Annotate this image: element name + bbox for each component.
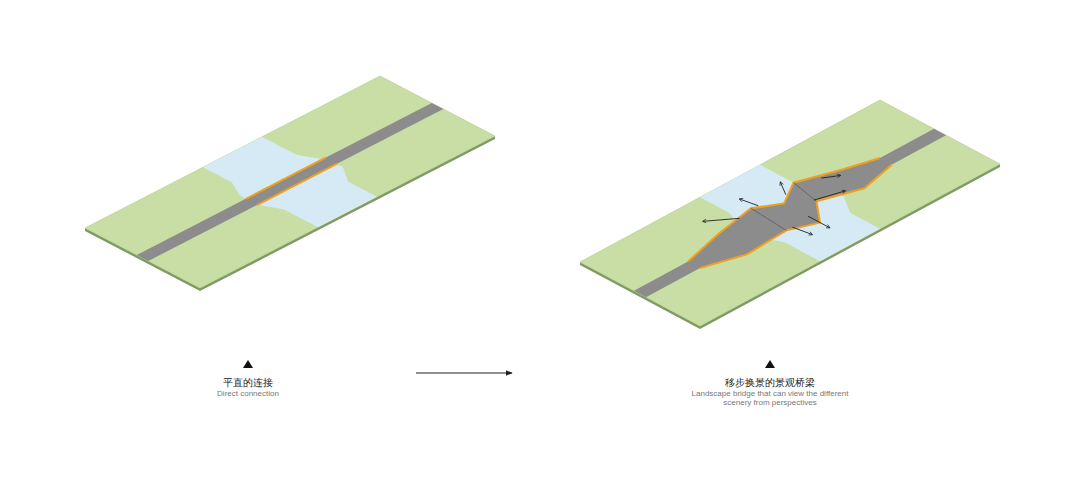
view-arrow: [821, 175, 840, 178]
transition-arrow: [416, 373, 512, 374]
bridge-rail: [246, 158, 326, 199]
caption-english: Landscape bridge that can view the diffe…: [685, 389, 855, 407]
view-arrow: [814, 191, 845, 200]
ground: [580, 100, 1000, 326]
view-arrow: [808, 216, 830, 228]
joint-line: [794, 183, 817, 202]
view-arrow: [792, 227, 812, 234]
caption-chinese: 移步换景的景观桥梁: [685, 377, 855, 389]
road: [634, 129, 946, 297]
triangle-marker: [243, 360, 253, 368]
triangle-marker: [765, 360, 775, 368]
bridge-rail: [688, 158, 880, 262]
view-arrow: [740, 199, 759, 206]
road: [137, 103, 444, 261]
bridge-rail: [257, 164, 337, 205]
view-arrow: [780, 182, 785, 195]
view-arrow: [703, 218, 740, 221]
joint-line: [751, 208, 786, 230]
caption-english: Direct connection: [168, 389, 328, 398]
bridge-rail: [700, 164, 892, 268]
caption: 平直的连接Direct connection: [168, 377, 328, 398]
caption-chinese: 平直的连接: [168, 377, 328, 389]
ground: [85, 76, 495, 288]
caption: 移步换景的景观桥梁Landscape bridge that can view …: [685, 377, 855, 407]
